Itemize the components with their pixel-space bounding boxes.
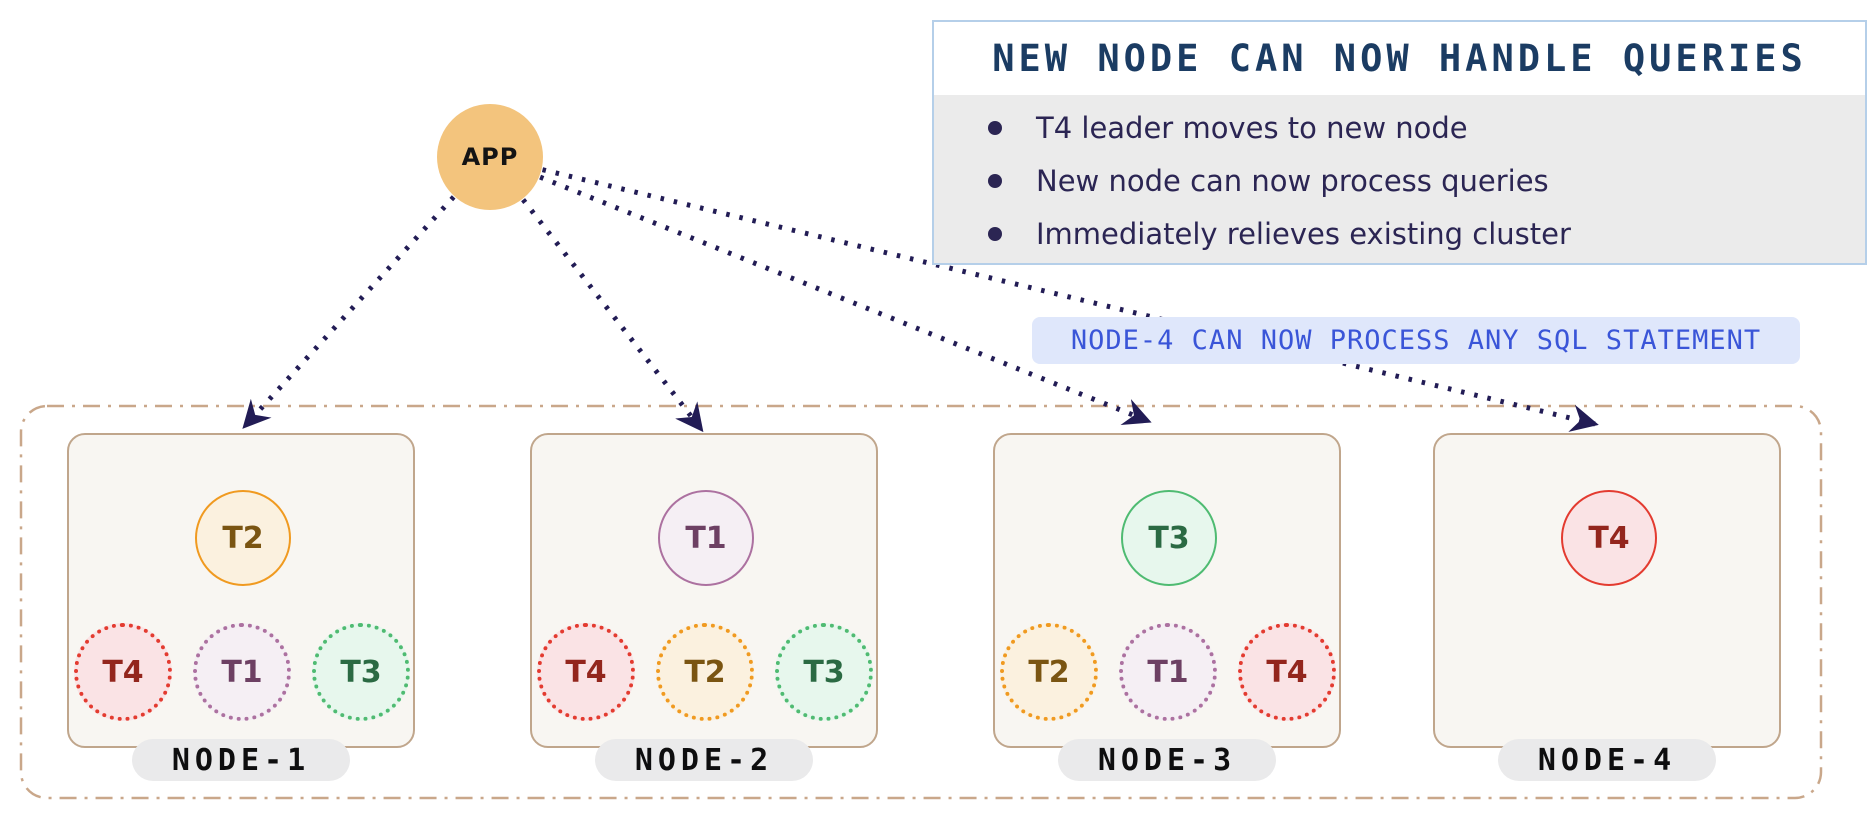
arrow-app-to-node-2: [488, 155, 704, 433]
node-name-pill: NODE-3: [1058, 739, 1276, 781]
app-circle: APP: [437, 104, 543, 210]
callout-header: NEW NODE CAN NOW HANDLE QUERIES: [934, 22, 1865, 95]
node-box-node-1: T2 T4 T1 T3 NODE-1: [67, 433, 415, 781]
node-name-pill: NODE-2: [595, 739, 813, 781]
replica-circle-t2: T2: [656, 623, 754, 721]
tablet-label: T3: [1148, 520, 1190, 556]
tablet-label: T4: [565, 654, 607, 690]
arrow-app-to-node-3: [489, 154, 1152, 426]
app-label: APP: [461, 143, 519, 171]
node-name: NODE-1: [171, 742, 311, 778]
callout-title: NEW NODE CAN NOW HANDLE QUERIES: [992, 37, 1807, 80]
leader-circle-t3: T3: [1121, 490, 1217, 586]
tablet-label: T1: [685, 520, 727, 556]
bullet-dot-icon: [988, 120, 1002, 135]
replica-circle-t3: T3: [312, 623, 410, 721]
replica-circle-t2: T2: [1000, 623, 1098, 721]
tablet-label: T3: [803, 654, 845, 690]
tablet-label: T1: [1147, 654, 1189, 690]
leader-circle-t2: T2: [195, 490, 291, 586]
callout-bullet: T4 leader moves to new node: [988, 101, 1865, 154]
callout-panel: NEW NODE CAN NOW HANDLE QUERIES T4 leade…: [932, 20, 1867, 265]
replica-circle-t1: T1: [1119, 623, 1217, 721]
node-name: NODE-4: [1537, 742, 1677, 778]
node4-status-text: NODE-4 CAN NOW PROCESS ANY SQL STATEMENT: [1070, 325, 1762, 356]
node-name-pill: NODE-4: [1498, 739, 1716, 781]
bullet-dot-icon: [988, 173, 1002, 188]
replica-circle-t4: T4: [74, 623, 172, 721]
node4-status-banner: NODE-4 CAN NOW PROCESS ANY SQL STATEMENT: [1032, 317, 1800, 364]
node-box-node-4: T4 NODE-4: [1433, 433, 1781, 781]
tablet-label: T1: [221, 654, 263, 690]
node-box-node-3: T3 T2 T1 T4 NODE-3: [993, 433, 1341, 781]
leader-circle-t4: T4: [1561, 490, 1657, 586]
tablet-label: T2: [222, 520, 264, 556]
cluster-boundary: [19, 404, 1823, 800]
tablet-label: T4: [1588, 520, 1630, 556]
callout-body: T4 leader moves to new node New node can…: [934, 95, 1865, 263]
leader-circle-t1: T1: [658, 490, 754, 586]
node-name-pill: NODE-1: [132, 739, 350, 781]
replica-circle-t4: T4: [1238, 623, 1336, 721]
replica-circle-t1: T1: [193, 623, 291, 721]
tablet-label: T4: [102, 654, 144, 690]
replica-circle-t3: T3: [775, 623, 873, 721]
bullet-dot-icon: [988, 226, 1002, 241]
callout-bullet: Immediately relieves existing cluster: [988, 207, 1865, 260]
callout-bullet: New node can now process queries: [988, 154, 1865, 207]
node-name: NODE-3: [1097, 742, 1237, 778]
tablet-label: T2: [1028, 654, 1070, 690]
node-box-node-2: T1 T4 T2 T3 NODE-2: [530, 433, 878, 781]
node-name: NODE-2: [634, 742, 774, 778]
replica-circle-t4: T4: [537, 623, 635, 721]
arrow-app-to-node-4: [489, 154, 1599, 432]
tablet-label: T3: [340, 654, 382, 690]
tablet-label: T2: [684, 654, 726, 690]
arrow-app-to-node-1: [242, 155, 492, 429]
tablet-label: T4: [1266, 654, 1308, 690]
